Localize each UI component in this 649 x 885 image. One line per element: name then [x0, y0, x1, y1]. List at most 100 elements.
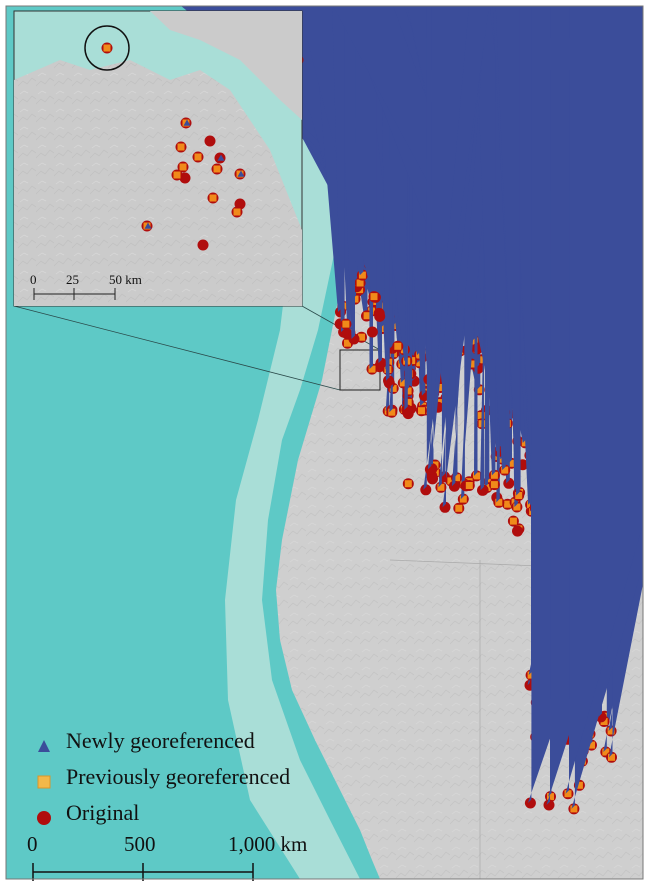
point-previous [490, 481, 498, 489]
point-previous [504, 500, 512, 508]
point-previous [437, 483, 445, 491]
point-previous [356, 279, 364, 287]
point-previous [177, 143, 185, 151]
inset-scale-50: 50 km [109, 272, 142, 287]
point-previous [602, 748, 610, 756]
point-previous [477, 356, 485, 364]
point-newly [237, 170, 245, 177]
point-previous [453, 474, 460, 482]
legend-label-newly: Newly georeferenced [66, 728, 255, 753]
point-previous [600, 718, 608, 725]
point-previous [342, 320, 350, 328]
point-original [543, 799, 555, 811]
point-previous [404, 480, 412, 488]
point-original [374, 310, 386, 322]
legend-item-original: Original [28, 798, 348, 834]
point-previous [570, 805, 578, 813]
continental-shelf [225, 6, 360, 879]
point-newly [480, 6, 491, 491]
circle-icon [37, 811, 51, 825]
point-previous [358, 271, 366, 279]
point-original [383, 375, 394, 387]
point-previous [477, 412, 485, 420]
point-original [420, 484, 432, 496]
point-original [366, 326, 378, 338]
inset-relief [14, 60, 302, 306]
point-previous [455, 504, 463, 512]
point-original [503, 477, 515, 489]
point-original [512, 525, 523, 537]
point-previous [363, 312, 371, 320]
point-previous [209, 194, 217, 202]
inset-leader-line [13, 305, 341, 391]
point-previous [213, 165, 221, 173]
point-previous [507, 459, 515, 467]
point-original [524, 797, 536, 809]
inset-land-north [150, 11, 302, 120]
point-newly [183, 119, 191, 126]
point-previous [344, 339, 351, 347]
scale-label-1000: 1,000 km [228, 832, 308, 856]
point-original [348, 333, 360, 345]
point-previous [392, 322, 399, 329]
inset-scale-0: 0 [30, 272, 37, 287]
point-newly [332, 6, 345, 333]
inset-map [13, 10, 303, 307]
point-previous [513, 503, 521, 511]
point-previous [404, 387, 412, 395]
point-previous [370, 293, 378, 301]
point-previous [575, 781, 583, 789]
point-previous [467, 360, 475, 368]
point-original [401, 404, 413, 416]
point-previous [475, 386, 483, 394]
inset-scale-25: 25 [66, 272, 79, 287]
point-previous [588, 741, 595, 749]
point-newly [495, 6, 520, 496]
point-previous [490, 471, 498, 479]
point-original [477, 484, 489, 496]
point-previous [607, 727, 615, 735]
point-newly [475, 6, 496, 476]
point-previous [103, 44, 111, 52]
point-previous [447, 477, 455, 485]
point-previous [492, 453, 500, 460]
point-newly [427, 6, 469, 470]
point-original [448, 480, 460, 492]
point-previous [358, 333, 365, 341]
point-previous [379, 325, 386, 332]
point-previous [179, 163, 187, 171]
point-previous [473, 472, 480, 480]
main-scale-bar [32, 863, 254, 881]
point-original [375, 357, 387, 369]
point-previous [194, 153, 202, 161]
point-previous [389, 384, 397, 392]
point-original [439, 501, 451, 513]
scale-label-500: 500 [124, 832, 156, 856]
point-previous [509, 517, 517, 525]
map-frame [5, 5, 644, 880]
point-previous [404, 398, 412, 406]
point-previous [608, 753, 615, 761]
point-newly [217, 154, 225, 161]
point-previous [459, 495, 467, 503]
point-previous [465, 482, 473, 489]
point-previous [368, 365, 376, 373]
point-previous [527, 671, 535, 679]
point-original [197, 239, 209, 251]
point-previous [515, 492, 523, 499]
point-previous [564, 790, 572, 798]
inset-points-layer [101, 42, 246, 251]
point-newly [565, 6, 643, 794]
legend-label-original: Original [66, 800, 140, 825]
point-previous [233, 208, 241, 216]
square-icon [37, 775, 51, 789]
legend-label-previous: Previously georeferenced [66, 764, 291, 789]
point-previous [437, 384, 444, 391]
point-previous [547, 793, 554, 801]
point-previous [501, 466, 509, 474]
point-previous [173, 171, 181, 179]
inset-highlight-circle [84, 25, 130, 71]
point-original [424, 463, 436, 475]
point-newly [144, 222, 152, 229]
